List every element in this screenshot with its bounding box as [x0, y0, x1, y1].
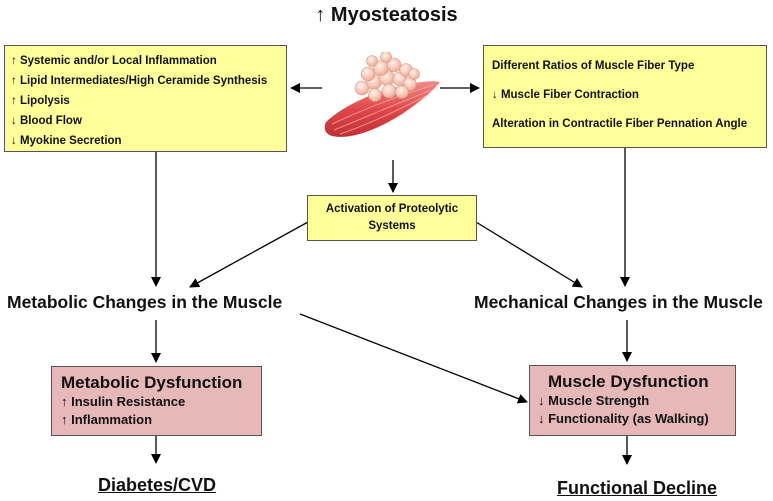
muscle-dysfunction-title: Muscle Dysfunction — [548, 372, 709, 391]
list-item: ↓ Muscle Strength — [538, 393, 650, 408]
list-item: ↑ Systemic and/or Local Inflammation — [11, 55, 217, 67]
metabolic-dysfunction-title: Metabolic Dysfunction — [61, 373, 243, 392]
muscle-shape — [324, 81, 440, 137]
list-item: ↓ Blood Flow — [11, 115, 82, 127]
list-item: ↑ Lipolysis — [11, 95, 70, 107]
arrow-metabolic-to-muscle-dysfunction — [299, 313, 528, 404]
metabolic-changes-heading: Metabolic Changes in the Muscle — [7, 292, 283, 312]
metabolic-dysfunction-box: Metabolic Dysfunction ↑ Insulin Resistan… — [51, 366, 262, 436]
list-item: ↓ Myokine Secretion — [11, 135, 122, 147]
list-item: ↑ Insulin Resistance — [61, 394, 186, 409]
mechanical-changes-heading: Mechanical Changes in the Muscle — [474, 292, 763, 312]
muscle-dysfunction-box: Muscle Dysfunction ↓ Muscle Strength ↓ F… — [529, 365, 736, 436]
muscle-with-fat-illustration — [324, 52, 440, 137]
list-item: Alteration in Contractile Fiber Pennatio… — [492, 118, 748, 130]
outcome-functional-decline: Functional Decline — [557, 478, 718, 498]
muscle-effects-box: ↑ Systemic and/or Local Inflammation ↑ L… — [4, 45, 287, 152]
proteolytic-line-1: Activation of Proteolytic — [325, 203, 459, 215]
diagram-title: ↑ Myosteatosis — [315, 4, 458, 26]
arrow-proteolytic-to-mechanical — [475, 221, 583, 288]
list-item: ↑ Lipid Intermediates/High Ceramide Synt… — [11, 75, 268, 87]
proteolytic-line-2: Systems — [368, 220, 416, 232]
fiber-effects-box: Different Ratios of Muscle Fiber Type ↓ … — [483, 45, 767, 148]
list-item: ↑ Inflammation — [61, 412, 153, 427]
outcome-diabetes: Diabetes/CVD — [98, 475, 217, 495]
arrow-proteolytic-to-metabolic — [189, 221, 309, 288]
list-item: ↓ Muscle Fiber Contraction — [492, 89, 639, 101]
list-item: Different Ratios of Muscle Fiber Type — [492, 60, 695, 72]
list-item: ↓ Functionality (as Walking) — [538, 411, 709, 426]
fat-droplets — [354, 52, 420, 102]
proteolytic-box: Activation of Proteolytic Systems — [307, 195, 477, 241]
